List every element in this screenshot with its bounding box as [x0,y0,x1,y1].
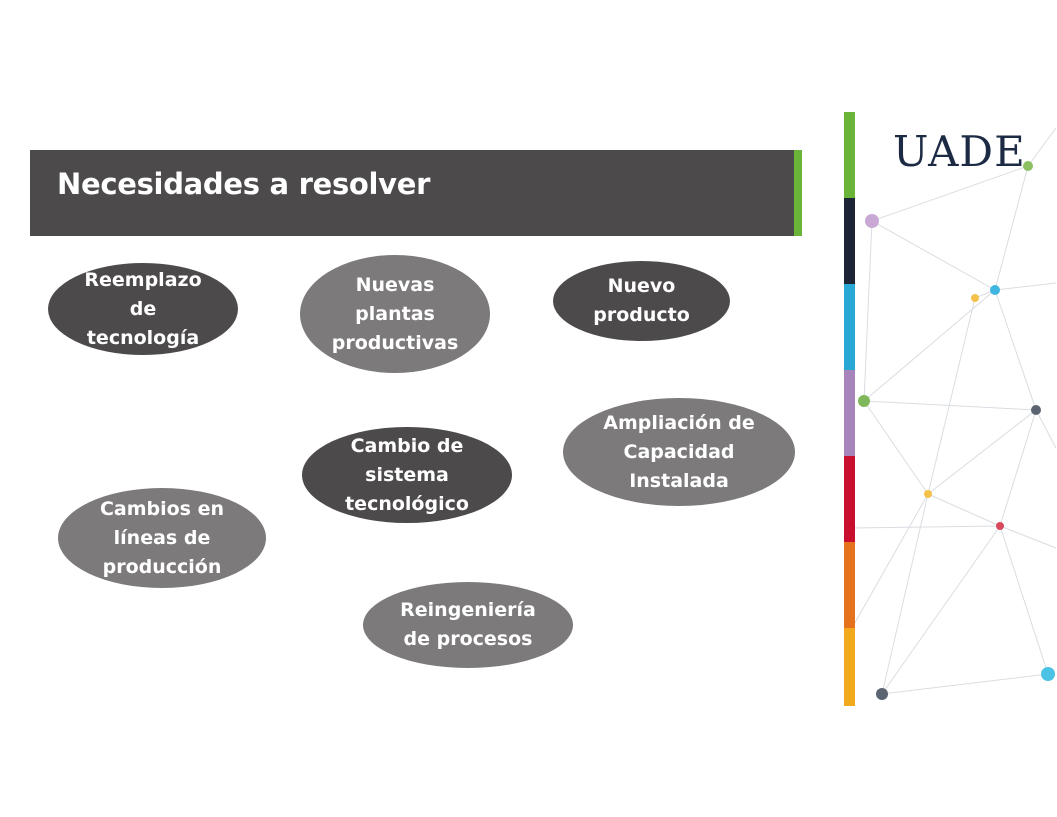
node-ampliacion-capacidad: Ampliación de Capacidad Instalada [563,398,795,506]
node-nuevas-plantas: Nuevas plantas productivas [300,255,490,373]
title-bar: Necesidades a resolver [30,150,802,236]
node-label: Reingeniería de procesos [400,599,536,650]
node-label: Reemplazo de tecnología [84,268,202,349]
node-label: Nuevas plantas productivas [331,273,459,354]
color-stripe [844,112,855,706]
slide-title: Necesidades a resolver [57,167,431,201]
node-label: Nuevo producto [593,275,690,326]
title-accent-stripe [794,150,802,236]
node-label: Ampliación de Capacidad Instalada [603,411,755,492]
decorative-network-graphic [844,112,1057,706]
uade-logo: UADE [893,127,1026,176]
node-reingenieria-procesos: Reingeniería de procesos [363,582,573,668]
node-reemplazo-tecnologia: Reemplazo de tecnología [48,263,238,355]
node-label: Cambios en líneas de producción [99,497,225,578]
node-cambios-lineas: Cambios en líneas de producción [58,488,266,588]
network-dots [858,161,1055,700]
node-nuevo-producto: Nuevo producto [553,261,730,341]
network-lines [851,127,1057,695]
node-label: Cambio de sistema tecnológico [345,434,469,515]
node-cambio-sistema: Cambio de sistema tecnológico [302,427,512,523]
